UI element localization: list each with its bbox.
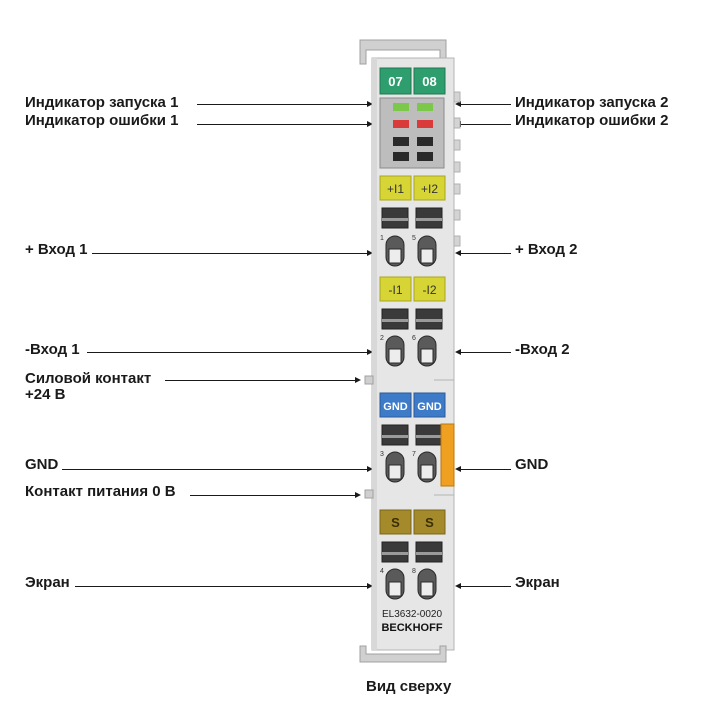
label-gnd-right: GND — [515, 456, 549, 473]
arrow-head — [455, 250, 461, 256]
label-minus-input-1: -Вход 1 — [25, 341, 80, 358]
tab-plus-i1 — [379, 175, 412, 201]
gnd1-text: GND — [383, 401, 408, 413]
s2-text: S — [425, 515, 434, 530]
arrow-head — [367, 101, 373, 107]
plus-i2-text: +I2 — [421, 182, 438, 196]
arrow-head — [455, 466, 461, 472]
arrow-head — [455, 583, 461, 589]
plus-i1-text: +I1 — [387, 182, 404, 196]
arrow-head — [355, 377, 361, 383]
run-led-2 — [417, 103, 433, 111]
label-power-contact-24v: Силовой контакт — [25, 370, 152, 387]
contact-number-1: 1 — [380, 235, 384, 242]
arrow-head — [367, 250, 373, 256]
s1-text: S — [391, 515, 400, 530]
contact-number-6: 6 — [412, 335, 416, 342]
tab-07-text: 07 — [388, 74, 402, 89]
error-led-2 — [417, 120, 433, 128]
arrow-head — [455, 349, 461, 355]
leader-line — [62, 469, 367, 470]
arrow-head — [367, 349, 373, 355]
leader-line — [165, 380, 355, 381]
leader-line — [461, 352, 511, 353]
channel-tab-07 — [379, 67, 412, 95]
label-error-indicator-2: Индикатор ошибки 2 — [515, 112, 669, 129]
tab-shield-2 — [413, 509, 446, 535]
brand-name: BECKHOFF — [381, 622, 442, 634]
label-start-indicator-1: Индикатор запуска 1 — [25, 94, 179, 111]
arrow-head — [367, 466, 373, 472]
label-shield-right: Экран — [515, 574, 560, 591]
leader-line — [461, 586, 511, 587]
leader-line — [197, 104, 367, 105]
caption-top-view: Вид сверху — [366, 678, 452, 695]
arrow-head — [355, 492, 361, 498]
leader-line — [92, 253, 367, 254]
label-power-contact-0v: Контакт питания 0 В — [25, 483, 176, 500]
label-gnd-left: GND — [25, 456, 59, 473]
top-clip — [359, 39, 447, 65]
gnd2-text: GND — [417, 401, 442, 413]
leader-line — [190, 495, 355, 496]
contact-number-5: 5 — [412, 235, 416, 242]
arrow-head — [367, 121, 373, 127]
leader-line — [197, 124, 367, 125]
minus-i1-text: -I1 — [388, 283, 402, 297]
contact-number-8: 8 — [412, 568, 416, 575]
power-rail-orange — [440, 423, 455, 487]
contact-number-2: 2 — [380, 335, 384, 342]
arrow-head — [455, 101, 461, 107]
leader-line — [461, 104, 511, 105]
model-number: EL3632-0020 — [382, 609, 442, 620]
contact-number-4: 4 — [380, 568, 384, 575]
label-power-contact-24v-value: +24 В — [25, 386, 66, 403]
leader-line — [461, 469, 511, 470]
tab-gnd-1 — [379, 392, 412, 418]
tab-plus-i2 — [413, 175, 446, 201]
label-minus-input-2: -Вход 2 — [515, 341, 570, 358]
label-start-indicator-2: Индикатор запуска 2 — [515, 94, 669, 111]
led-window — [379, 97, 445, 169]
tab-gnd-2 — [413, 392, 446, 418]
error-led-1 — [393, 120, 409, 128]
label-shield-left: Экран — [25, 574, 70, 591]
side-ribs — [453, 91, 461, 247]
run-led-1 — [393, 103, 409, 111]
label-error-indicator-1: Индикатор ошибки 1 — [25, 112, 179, 129]
label-input-1: + Вход 1 — [25, 241, 88, 258]
label-input-2: + Вход 2 — [515, 241, 578, 258]
leader-line — [75, 586, 367, 587]
bottom-clip — [359, 645, 447, 663]
tab-minus-i1 — [379, 276, 412, 302]
channel-tab-08 — [413, 67, 446, 95]
minus-i2-text: -I2 — [422, 283, 436, 297]
contact-number-3: 3 — [380, 451, 384, 458]
tab-minus-i2 — [413, 276, 446, 302]
leader-line — [461, 253, 511, 254]
arrow-head — [367, 583, 373, 589]
tab-08-text: 08 — [422, 74, 436, 89]
tab-shield-1 — [379, 509, 412, 535]
contact-number-7: 7 — [412, 451, 416, 458]
leader-line — [461, 124, 511, 125]
leader-line — [87, 352, 367, 353]
